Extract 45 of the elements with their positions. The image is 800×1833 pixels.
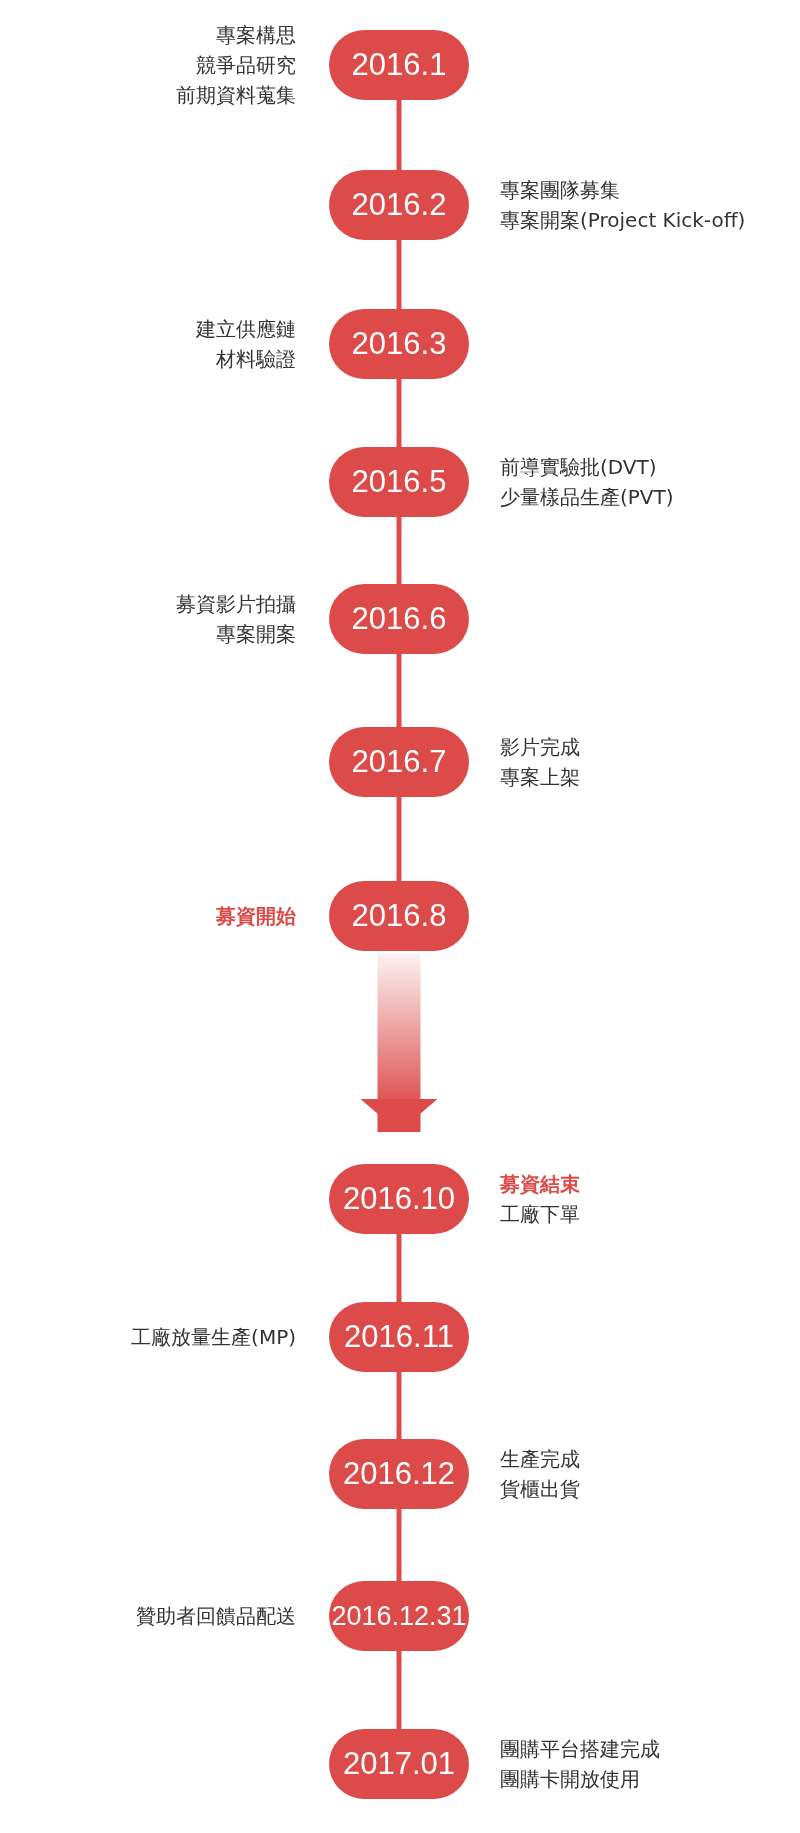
date-pill: 2016.7 — [329, 727, 469, 797]
date-pill: 2016.12.31 — [329, 1581, 469, 1651]
milestone-text: 影片完成 — [500, 734, 580, 761]
milestone-text: 建立供應鏈 — [196, 316, 296, 343]
milestone-text: 專案團隊募集 — [500, 177, 620, 204]
milestone-text: 募資結束 — [500, 1171, 580, 1198]
milestone-text: 生產完成 — [500, 1446, 580, 1473]
milestone-text: 前導實驗批(DVT) — [500, 454, 657, 481]
timeline-line — [396, 797, 402, 881]
date-pill: 2016.2 — [329, 170, 469, 240]
milestone-text: 專案開案 — [216, 621, 296, 648]
milestone-text: 競爭品研究 — [196, 52, 296, 79]
milestone-text: 工廠下單 — [500, 1201, 580, 1228]
milestone-text: 專案開案(Project Kick-off) — [500, 207, 746, 234]
date-pill: 2016.1 — [329, 30, 469, 100]
date-pill: 2016.5 — [329, 447, 469, 517]
milestone-text: 少量樣品生產(PVT) — [500, 484, 674, 511]
timeline-line — [396, 1234, 402, 1302]
milestone-text: 材料驗證 — [216, 346, 296, 373]
milestone-text: 募資開始 — [216, 903, 296, 930]
milestone-text: 贊助者回饋品配送 — [136, 1603, 296, 1630]
timeline-line — [396, 240, 402, 309]
milestone-text: 團購卡開放使用 — [500, 1766, 640, 1793]
milestone-text: 募資影片拍攝 — [176, 591, 296, 618]
timeline-line — [396, 379, 402, 447]
date-pill: 2016.6 — [329, 584, 469, 654]
timeline-line — [396, 1372, 402, 1439]
date-pill: 2016.8 — [329, 881, 469, 951]
date-pill: 2016.12 — [329, 1439, 469, 1509]
milestone-text: 工廠放量生產(MP) — [131, 1324, 296, 1351]
date-pill: 2016.10 — [329, 1164, 469, 1234]
milestone-text: 團購平台搭建完成 — [500, 1736, 660, 1763]
gradient-arrow — [360, 954, 438, 1132]
milestone-text: 貨櫃出貨 — [500, 1476, 580, 1503]
milestone-text: 專案上架 — [500, 764, 580, 791]
date-pill: 2016.3 — [329, 309, 469, 379]
timeline-line — [396, 1651, 402, 1729]
date-pill: 2017.01 — [329, 1729, 469, 1799]
timeline-line — [396, 517, 402, 584]
milestone-text: 專案構思 — [216, 22, 296, 49]
timeline-line — [396, 654, 402, 727]
milestone-text: 前期資料蒐集 — [176, 82, 296, 109]
timeline-line — [396, 1509, 402, 1581]
date-pill: 2016.11 — [329, 1302, 469, 1372]
timeline-line — [396, 100, 402, 170]
